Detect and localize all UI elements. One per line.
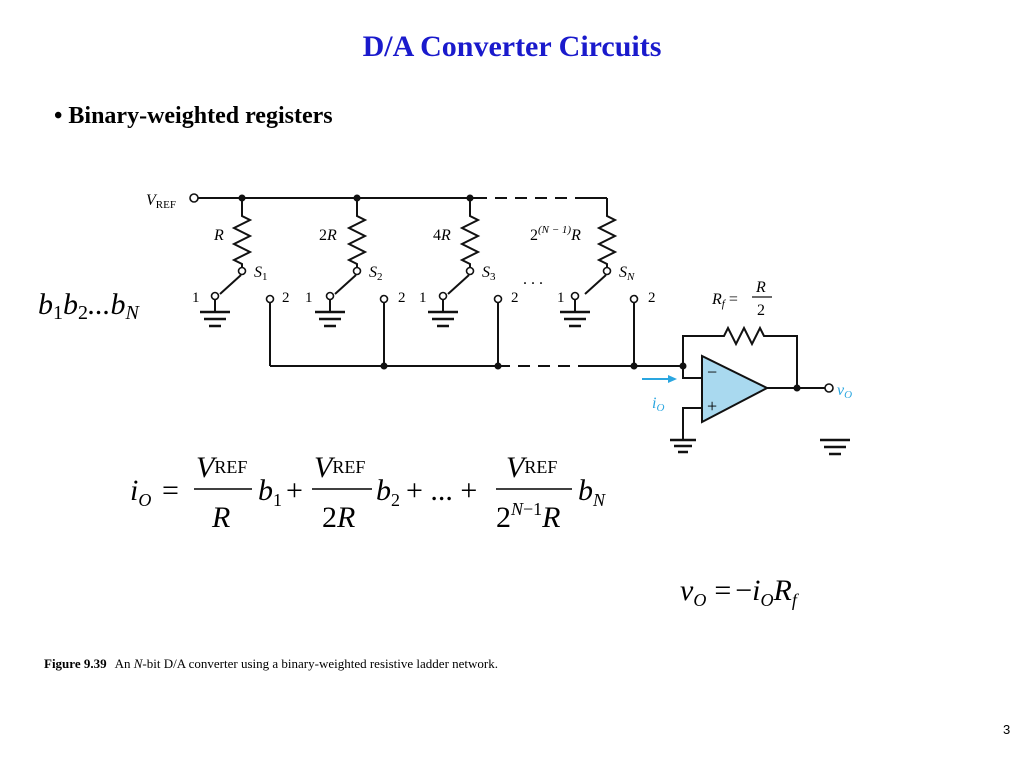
resistor-label: 4R: [433, 227, 451, 244]
svg-text:VREF: VREF: [314, 451, 365, 484]
vref-label: VREF: [146, 192, 176, 211]
junction-dot: [793, 384, 801, 392]
terminal-label: 1: [192, 290, 200, 306]
vref-terminal: [189, 193, 199, 203]
terminal-label: 2: [282, 290, 290, 306]
resistor-label: R: [213, 227, 224, 244]
svg-text:+ ... +: + ... +: [406, 474, 477, 507]
switch-label: SN: [619, 264, 635, 283]
svg-text:=: =: [162, 474, 179, 507]
junction-dot: [466, 194, 474, 202]
vo-label: vO: [837, 382, 852, 401]
terminal-label: 1: [557, 290, 565, 306]
page-number: 3: [1003, 722, 1011, 737]
switch-label: S3: [482, 264, 496, 283]
io-label: iO: [652, 395, 664, 414]
terminal-label: 1: [305, 290, 313, 306]
rf-denominator: 2: [757, 302, 765, 319]
terminal-label: 2: [511, 290, 519, 306]
junction-dot: [353, 194, 361, 202]
svg-text:bN: bN: [578, 474, 606, 510]
op-amp-minus: −: [707, 362, 717, 382]
ground-icon: [428, 310, 458, 328]
junction-dot: [679, 362, 687, 370]
svg-text:b2: b2: [376, 474, 400, 510]
ground-icon: [560, 310, 590, 328]
slide-title: D/A Converter Circuits: [362, 30, 662, 63]
terminal-label: 1: [419, 290, 427, 306]
svg-text:VREF: VREF: [196, 451, 247, 484]
junction-dot: [380, 362, 388, 370]
switch-label: S1: [254, 264, 268, 283]
svg-text:b1: b1: [258, 474, 282, 510]
svg-text:iO: iO: [130, 474, 151, 510]
terminal-label: 2: [648, 290, 656, 306]
svg-text:2R: 2R: [322, 501, 355, 534]
bullet-text: Binary-weighted registers: [68, 103, 333, 129]
bit-sequence: b1b2...bN: [38, 288, 139, 324]
bullet-point: • Binary-weighted registers: [54, 103, 333, 129]
junction-dot: [630, 362, 638, 370]
ground-icon: [200, 310, 230, 328]
svg-text:vO=−iORf: vO=−iORf: [680, 574, 800, 610]
op-amp: [701, 354, 770, 424]
junction-dot: [238, 194, 246, 202]
ground-icon: [820, 438, 850, 456]
op-amp-plus: +: [707, 396, 717, 416]
resistor-label: 2(N − 1)R: [530, 224, 581, 244]
terminal-label: 2: [398, 290, 406, 306]
rf-numerator: R: [755, 279, 766, 296]
svg-text:VREF: VREF: [506, 451, 557, 484]
rf-label: Rf=: [711, 291, 738, 310]
svg-text:+: +: [286, 474, 303, 507]
switch-label: S2: [369, 264, 383, 283]
output-terminal: [824, 383, 834, 393]
ground-icon: [670, 438, 696, 454]
svg-text:2N−1R: 2N−1R: [496, 499, 561, 534]
voltage-equation: vO=−iORf: [680, 574, 800, 610]
current-equation: iO = VREF R b1 + VREF 2R b2 + ... + VREF…: [130, 451, 606, 534]
ellipsis: . . .: [523, 271, 543, 288]
ground-icon: [315, 310, 345, 328]
dac-circuit-diagram: − + VREF R 2R 4R 2(N − 1)R S1 S2 S3 SN .…: [146, 192, 852, 456]
resistor-label: 2R: [319, 227, 337, 244]
svg-text:R: R: [211, 501, 230, 534]
junction-dot: [494, 362, 502, 370]
